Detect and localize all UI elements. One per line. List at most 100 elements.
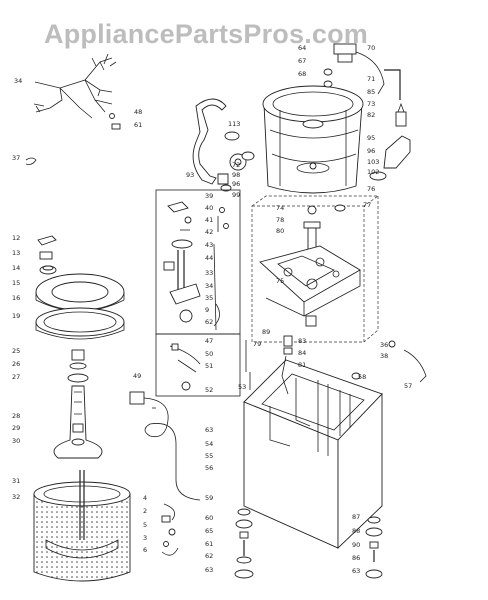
part-label-74: 74 <box>276 204 284 212</box>
part-label-3: 3 <box>143 534 147 542</box>
part-label-99: 99 <box>232 191 240 199</box>
part-label-2: 2 <box>143 507 147 515</box>
part-label-39: 39 <box>205 192 213 200</box>
part-label-15: 15 <box>12 279 20 287</box>
hose-clamp-113 <box>224 131 240 141</box>
tub-ring <box>35 273 125 312</box>
part-label-89: 89 <box>262 328 270 336</box>
part-label-31: 31 <box>12 477 20 485</box>
watermark: AppliancePartsPros.com <box>44 19 368 49</box>
part-label-62b: 62 <box>205 552 213 560</box>
mechanism-parts <box>163 201 229 391</box>
part-label-85a: 85 <box>367 88 375 96</box>
pressure-switch <box>323 43 401 100</box>
part-label-86: 86 <box>352 554 360 562</box>
part-label-61b: 61 <box>205 540 213 548</box>
part-label-87: 87 <box>352 513 360 521</box>
part-label-27: 27 <box>12 373 20 381</box>
part-label-98: 98 <box>232 171 240 179</box>
part-label-56: 56 <box>205 464 213 472</box>
part-label-37: 37 <box>12 154 20 162</box>
drain-hose <box>192 98 229 185</box>
part-label-83: 83 <box>298 337 306 345</box>
part-label-95: 95 <box>367 134 375 142</box>
part-label-28: 28 <box>12 412 20 420</box>
part-label-47: 47 <box>205 337 213 345</box>
part-label-50: 50 <box>205 350 213 358</box>
part-label-19: 19 <box>12 312 20 320</box>
cabinet-hoses <box>245 335 427 395</box>
part-label-70: 70 <box>367 44 375 52</box>
part-label-71: 71 <box>367 75 375 83</box>
part-label-73: 73 <box>367 100 375 108</box>
part-label-63c: 63 <box>352 567 360 575</box>
part-label-48: 48 <box>134 108 142 116</box>
part-label-43: 43 <box>205 241 213 249</box>
part-label-81: 81 <box>298 361 306 369</box>
mechanism-frame <box>155 189 241 397</box>
part-label-49: 49 <box>133 372 141 380</box>
part-label-51: 51 <box>205 362 213 370</box>
wiring-harness <box>33 53 121 130</box>
part-label-58: 58 <box>358 373 366 381</box>
part-label-40: 40 <box>205 204 213 212</box>
part-label-67: 67 <box>298 57 306 65</box>
part-label-52: 52 <box>205 386 213 394</box>
fill-inlet <box>369 102 411 181</box>
part-label-44: 44 <box>205 254 213 262</box>
part-label-79: 79 <box>253 340 261 348</box>
part-label-36: 36 <box>380 341 388 349</box>
cabinet <box>243 359 383 550</box>
part-label-113: 113 <box>228 120 240 128</box>
part-label-78: 78 <box>276 216 284 224</box>
part-label-59: 59 <box>205 494 213 502</box>
part-label-35: 35 <box>205 294 213 302</box>
part-label-33: 33 <box>205 269 213 277</box>
bottom-parts-left <box>161 503 179 556</box>
part-label-103: 103 <box>367 158 379 166</box>
power-cord <box>129 391 201 501</box>
part-label-60: 60 <box>205 514 213 522</box>
part-label-65: 65 <box>205 527 213 535</box>
agitator-top-parts <box>37 235 57 275</box>
outer-tub <box>262 85 364 194</box>
part-label-77: 77 <box>363 201 371 209</box>
part-label-82: 82 <box>367 111 375 119</box>
part-label-90: 90 <box>352 541 360 549</box>
part-label-75: 75 <box>276 277 284 285</box>
part-label-96b: 96 <box>367 147 375 155</box>
part-label-9: 9 <box>205 306 209 314</box>
part-label-34: 34 <box>14 77 22 85</box>
part-label-53: 53 <box>238 383 246 391</box>
agitator-cap <box>67 349 89 383</box>
part-label-63b: 63 <box>205 566 213 574</box>
part-label-5: 5 <box>143 521 147 529</box>
part-label-25: 25 <box>12 347 20 355</box>
part-label-54: 54 <box>205 440 213 448</box>
part-label-57: 57 <box>404 382 412 390</box>
part-label-13: 13 <box>12 249 20 257</box>
basket-ring <box>35 307 125 340</box>
part-label-29: 29 <box>12 424 20 432</box>
part-label-26: 26 <box>12 360 20 368</box>
transmission <box>259 204 361 327</box>
part-label-30: 30 <box>12 437 20 445</box>
part-label-76: 76 <box>367 185 375 193</box>
part-number-labels: 3448613712131415161925262728293031321139… <box>12 44 412 575</box>
agitator <box>53 385 103 459</box>
part-label-38: 38 <box>380 352 388 360</box>
part-label-12: 12 <box>12 234 20 242</box>
part-label-68: 68 <box>298 70 306 78</box>
part-label-88: 88 <box>352 527 360 535</box>
transmission-frame <box>251 195 380 343</box>
part-label-32: 32 <box>12 493 20 501</box>
leveling-legs-rear <box>365 516 383 579</box>
part-label-42: 42 <box>205 228 213 236</box>
leveling-legs-front <box>234 508 254 579</box>
part-label-84: 84 <box>298 349 306 357</box>
part-label-102: 102 <box>367 168 379 176</box>
part-label-62: 62 <box>205 318 213 326</box>
part-label-41: 41 <box>205 216 213 224</box>
part-label-61: 61 <box>134 121 142 129</box>
